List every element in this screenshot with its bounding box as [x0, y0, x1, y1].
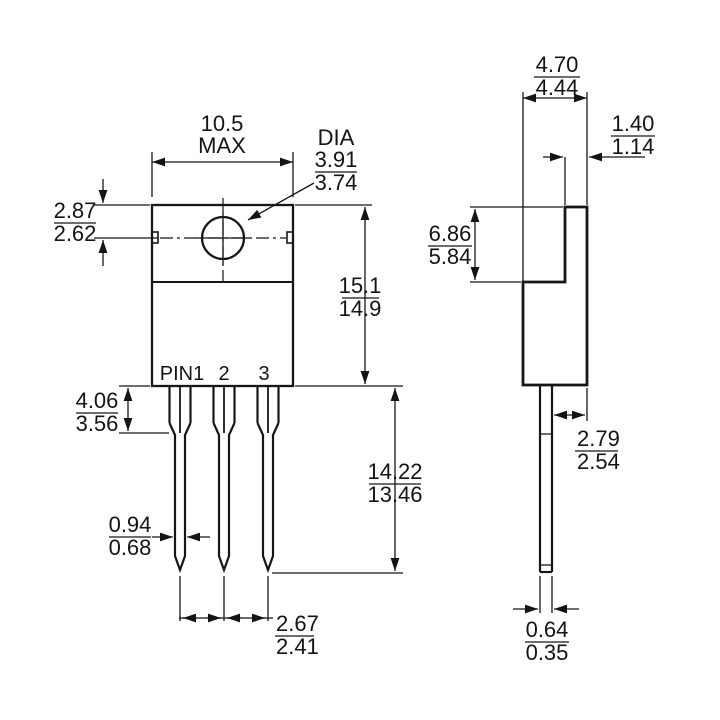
dim-shoulder-length: 4.06 3.56 [76, 385, 169, 436]
pin3-lead-outline [256, 422, 280, 574]
dim-tab-thickness-min: 1.14 [612, 134, 655, 159]
dim-hole-dia-min: 3.74 [315, 170, 358, 195]
pin2-label: 2 [218, 363, 229, 385]
side-view: 4.70 4.44 1.40 1.14 6.86 5.84 2.79 [428, 52, 655, 665]
dim-lead-width-min: 0.68 [109, 535, 152, 560]
dim-body-height-max: 15.1 [339, 273, 382, 298]
dim-lead-thickness-max: 0.64 [526, 617, 569, 642]
pin3-label: 3 [258, 363, 269, 385]
dim-depth-max: 4.70 [536, 52, 579, 77]
dim-body-height: 15.1 14.9 [295, 204, 403, 387]
dim-setback-max: 2.79 [577, 426, 620, 451]
dim-shoulder-max: 4.06 [76, 388, 119, 413]
side-lead [538, 385, 554, 574]
dim-hole-offset: 2.87 2.62 [54, 179, 159, 266]
dim-lead-pitch-min: 2.41 [276, 634, 319, 659]
side-body-outline [521, 205, 589, 387]
dim-lead-thickness: 0.64 0.35 [513, 576, 579, 665]
dim-lead-length-max: 14.22 [367, 459, 422, 484]
dim-lead-width-max: 0.94 [109, 512, 152, 537]
pin1-lead-outline [168, 422, 192, 574]
dim-body-height-min: 14.9 [339, 296, 382, 321]
dim-shoulder-min: 3.56 [76, 411, 119, 436]
dim-tab-height-max: 6.86 [429, 221, 472, 246]
dim-tab-height: 6.86 5.84 [428, 206, 563, 283]
lead-pin3 [256, 387, 280, 621]
dim-lead-thickness-min: 0.35 [526, 640, 569, 665]
dim-body-depth: 4.70 4.44 [522, 52, 588, 281]
lead-pin2 [212, 387, 236, 621]
dim-hole-diameter: DIA 3.91 3.74 [247, 125, 358, 221]
dim-hole-dia-leader-line [247, 182, 315, 221]
dim-lead-pitch: 2.67 2.41 [179, 611, 319, 659]
dim-body-width-value: 10.5 [201, 111, 244, 136]
pin2-lead-outline [212, 422, 236, 574]
dim-lead-length-min: 13.46 [367, 482, 422, 507]
dim-body-width-qualifier: MAX [198, 133, 246, 158]
dim-tab-height-min: 5.84 [429, 244, 472, 269]
front-view: PIN1 2 3 10.5 MAX DIA 3.91 3.74 2.87 [54, 111, 423, 659]
dim-setback-min: 2.54 [577, 449, 620, 474]
dim-lead-width: 0.94 0.68 [109, 512, 210, 560]
dim-hole-offset-max: 2.87 [54, 198, 97, 223]
dim-hole-dia-label: DIA [318, 125, 355, 150]
dim-lead-setback: 2.79 2.54 [554, 388, 620, 474]
dim-lead-length: 14.22 13.46 [272, 388, 423, 574]
dim-tab-thickness: 1.40 1.14 [543, 111, 655, 205]
pin1-label: PIN1 [160, 363, 204, 385]
dim-body-width: 10.5 MAX [151, 111, 294, 197]
dim-lead-pitch-max: 2.67 [276, 611, 319, 636]
dim-depth-min: 4.44 [536, 75, 579, 100]
dim-hole-dia-max: 3.91 [315, 147, 358, 172]
lead-pin1 [168, 387, 192, 621]
dim-hole-offset-min: 2.62 [54, 221, 97, 246]
right-edge-notch [286, 231, 294, 244]
dim-tab-thickness-max: 1.40 [612, 111, 655, 136]
